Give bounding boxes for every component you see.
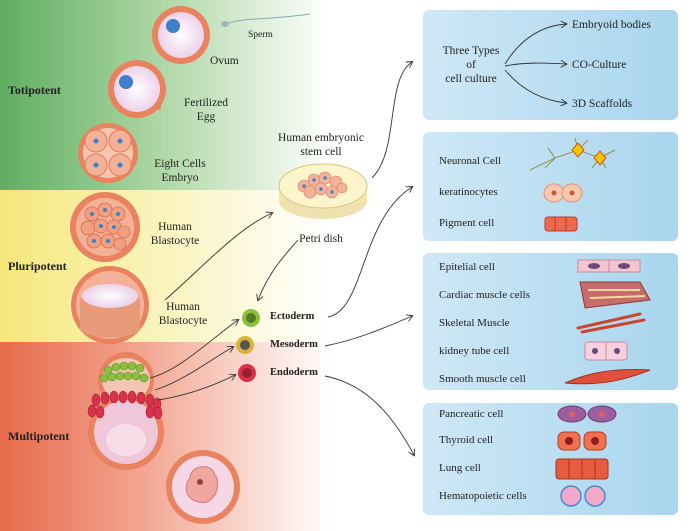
culture-type-coculture: CO-Culture [572,59,627,71]
pigment-cell-icon [544,216,578,232]
kidney-tube-cell-icon [584,341,628,361]
keratinocytes-label: keratinocytes [439,186,498,198]
kidney-tube-cell-label: kidney tube cell [439,345,510,357]
totipotent-label: Totipotent [8,83,61,97]
epitelial-cell-label: Epitelial cell [439,261,495,273]
keratinocyte-icon [543,183,583,203]
blastocyte-label-line2: Blastocyte [150,235,200,247]
endoderm-panel [423,403,678,515]
blastocyte-hatched-label-line2: Blastocyte [158,315,208,327]
culture-title-line3: cell culture [445,73,497,85]
thyroid-cell-label: Thyroid cell [439,434,494,446]
skeletal-muscle-icon [576,312,646,334]
human-blastocyte-hatched-icon [71,266,149,344]
epitelial-cell-icon [577,259,641,273]
lung-cell-label: Lung cell [439,462,481,474]
pancreatic-cell-icon [557,405,617,423]
fertilized-egg-label-line1: Fertilized [183,97,229,109]
neuronal-cell-icon [529,137,616,171]
eight-cells-label-line2: Embryo [161,172,199,184]
blastocyte-hatched-label-line1: Human [166,301,200,313]
ovum-icon [152,6,210,64]
hematopoietic-cells-label: Hematopoietic cells [439,490,527,502]
fertilized-egg-icon [108,60,166,118]
fetus-icon [166,450,240,524]
flow-arrows [149,24,566,455]
eight-cells-embryo-icon [78,123,138,183]
culture-title-line2: of [466,59,476,71]
culture-type-scaffolds: 3D Scaffolds [572,98,633,110]
esc-title-line2: stem cell [300,146,342,158]
cardiac-muscle-icon [579,281,651,309]
smooth-muscle-label: Smooth muscle cell [439,373,526,385]
ectoderm-icon [242,309,260,327]
eight-cells-label: Eight Cells Embryo [145,157,215,185]
ovum-label: Ovum [210,55,239,67]
petri-dish-icon [278,163,368,219]
culture-type-embryoid: Embryoid bodies [572,19,651,31]
culture-title: Three Types of cell culture [433,44,509,86]
multipotent-label: Multipotent [8,429,70,443]
culture-panel [423,10,678,120]
lung-cell-icon [555,458,609,480]
blastocyte-hatched-label: Human Blastocyte [152,300,214,328]
thyroid-cell-icon [557,431,607,451]
petri-dish-label: Petri dish [299,233,343,245]
human-blastocyte-icon [70,192,140,262]
neuronal-cell-label: Neuronal Cell [439,155,502,167]
mesoderm-icon [236,336,254,354]
culture-title-line1: Three Types [442,45,500,57]
sperm-icon [221,13,311,27]
ectoderm-label: Ectoderm [270,311,315,322]
multipotent-band [0,342,330,531]
smooth-muscle-icon [564,369,651,385]
cardiac-muscle-label: Cardiac muscle cells [439,289,531,301]
hematopoietic-cell-icon [560,485,606,507]
pancreatic-cell-label: Pancreatic cell [439,408,504,420]
pluripotent-label: Pluripotent [8,259,67,273]
pluripotent-band [0,190,330,342]
endoderm-label: Endoderm [270,367,318,378]
fertilized-egg-label-line2: Egg [196,111,216,123]
blastocyte-label-line1: Human [158,221,192,233]
eight-cells-label-line1: Eight Cells [154,158,206,170]
blastocyte-label: Human Blastocyte [144,220,206,248]
esc-title-line1: Human embryonic [278,132,364,144]
sperm-label: Sperm [248,30,273,40]
gastrula-embryo-icon [87,352,164,470]
fertilized-egg-label: Fertilized Egg [176,96,236,124]
esc-title: Human embryonic stem cell [266,131,376,159]
skeletal-muscle-label: Skeletal Muscle [439,317,510,329]
endoderm-icon [238,364,256,382]
pigment-cell-label: Pigment cell [439,217,495,229]
mesoderm-label: Mesoderm [270,339,318,350]
